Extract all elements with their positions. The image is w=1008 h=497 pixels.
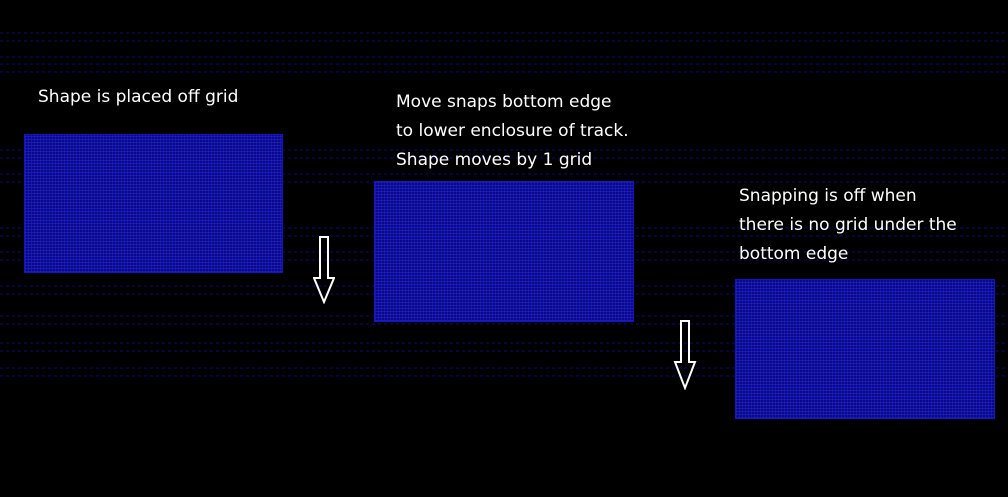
caption-step-3-line-2: there is no grid under the: [739, 215, 957, 235]
shape-snapping-off[interactable]: [735, 279, 995, 419]
shape-snapped[interactable]: [374, 181, 634, 322]
arrow-down-icon: [313, 236, 335, 304]
caption-step-3-line-3: bottom edge: [739, 244, 849, 264]
caption-step-3-line-1: Snapping is off when: [739, 186, 917, 206]
caption-step-1: Shape is placed off grid: [38, 83, 238, 112]
caption-step-1-line-1: Shape is placed off grid: [38, 87, 239, 107]
caption-step-3: Snapping is off when there is no grid un…: [739, 182, 957, 269]
caption-step-2-line-2: to lower enclosure of track.: [396, 121, 629, 141]
caption-step-2-line-3: Shape moves by 1 grid: [396, 150, 593, 170]
caption-step-2: Move snaps bottom edge to lower enclosur…: [396, 88, 629, 175]
arrow-down-icon: [673, 320, 697, 390]
caption-step-2-line-1: Move snaps bottom edge: [396, 92, 612, 112]
shape-off-grid[interactable]: [24, 134, 283, 273]
